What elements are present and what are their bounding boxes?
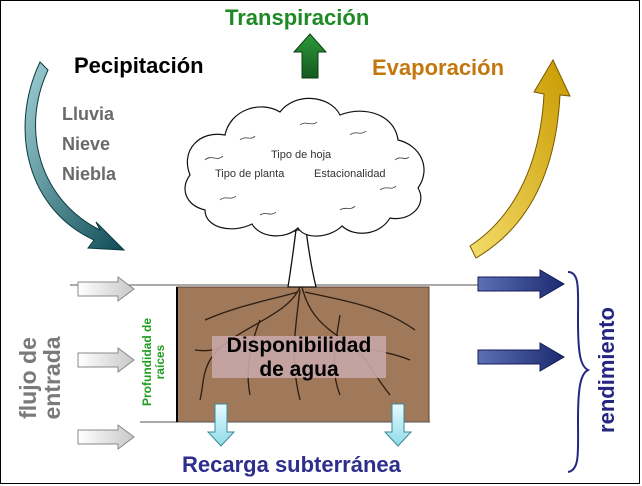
yield-label: rendimiento xyxy=(594,307,619,433)
water-availability-label: Disponibilidad de agua xyxy=(226,334,372,381)
outflow-arrow-2 xyxy=(477,342,565,372)
recharge-arrow-2 xyxy=(383,403,413,447)
inflow-arrow-3 xyxy=(77,424,135,450)
root-depth-label: Profundidad de raíces xyxy=(140,318,167,406)
groundwater-recharge-label: Recarga subterránea xyxy=(182,452,401,477)
inflow-label: flujo de entrada xyxy=(15,336,65,420)
precip-item-nieve: Nieve xyxy=(62,134,111,154)
precip-item-lluvia: Lluvia xyxy=(62,104,115,124)
inflow-arrow-1 xyxy=(77,276,135,302)
tree-label-leaf-type: Tipo de hoja xyxy=(271,149,332,161)
precipitation-label: Pecipitación xyxy=(74,53,204,78)
precip-item-niebla: Niebla xyxy=(62,164,117,184)
inflow-arrows xyxy=(77,276,135,450)
tree-trunk xyxy=(287,229,317,288)
evaporation-label: Evaporación xyxy=(372,55,505,80)
tree-texture xyxy=(204,121,410,216)
transpiration-label: Transpiración xyxy=(225,5,370,30)
tree-label-seasonality: Estacionalidad xyxy=(314,168,386,180)
tree-label-plant-type: Tipo de planta xyxy=(215,168,285,180)
precipitation-arrow xyxy=(24,61,126,251)
rendimiento-brace xyxy=(567,271,591,473)
text-highlight xyxy=(212,336,386,378)
recharge-arrow-1 xyxy=(206,403,236,447)
outflow-arrow-1 xyxy=(477,269,565,299)
outflow-arrows xyxy=(477,269,565,372)
transpiration-arrow xyxy=(292,33,328,79)
recharge-arrows xyxy=(206,403,413,447)
evaporation-arrow xyxy=(469,58,571,259)
inflow-arrow-2 xyxy=(77,347,135,373)
tree-crown xyxy=(184,97,425,237)
